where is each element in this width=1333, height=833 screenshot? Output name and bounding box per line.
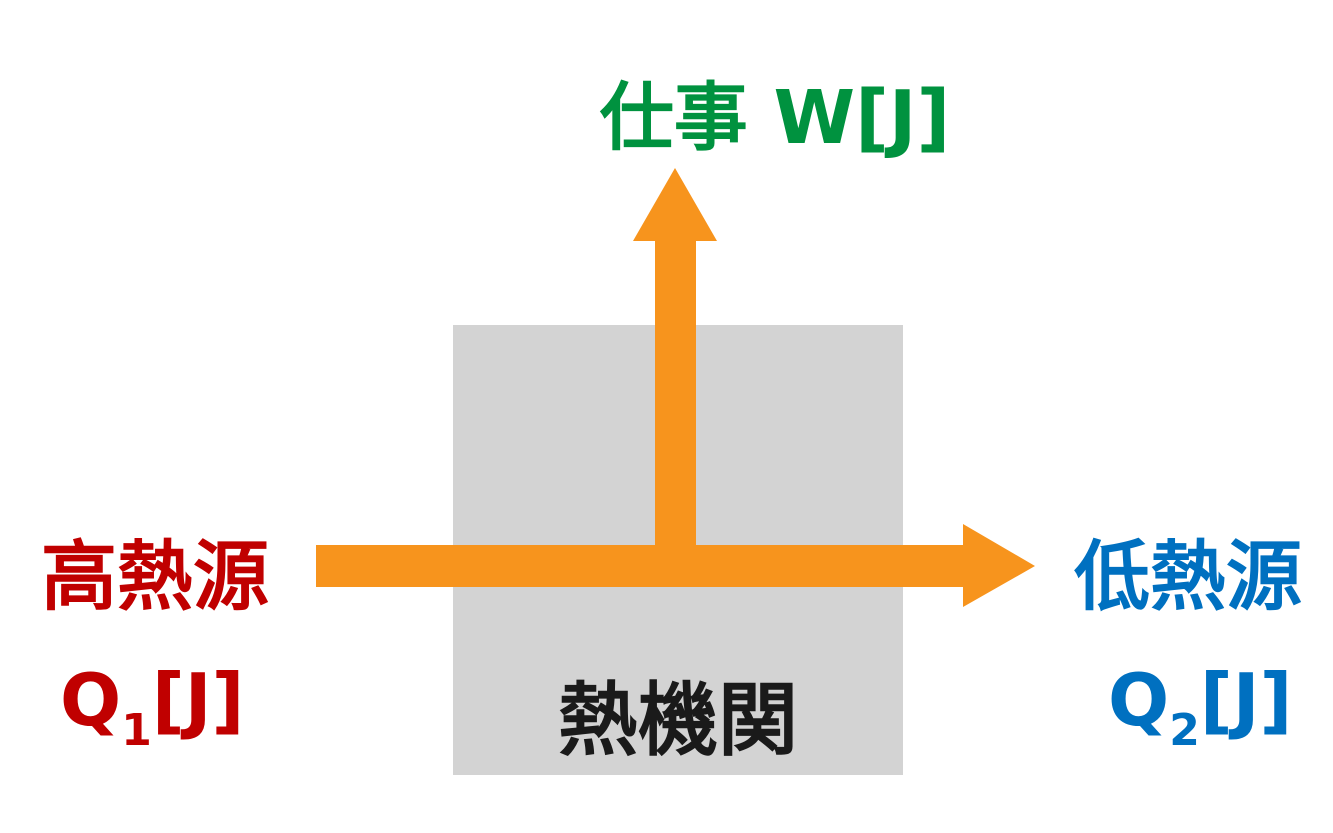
cold-heat-symbol: Q xyxy=(1108,658,1169,742)
heat-engine-label: 熱機関 xyxy=(558,674,798,767)
cold-source-heat-label: Q2[J] xyxy=(1108,658,1292,756)
hot-heat-symbol: Q xyxy=(60,658,121,742)
cold-heat-subscript: 2 xyxy=(1169,705,1200,756)
work-output-arrow xyxy=(633,168,717,566)
hot-heat-unit: [J] xyxy=(152,658,245,742)
cold-source-label: 低熱源 xyxy=(1074,532,1302,621)
hot-source-heat-label: Q1[J] xyxy=(60,658,244,756)
work-label: 仕事 W[J] xyxy=(600,75,951,161)
hot-source-label: 高熱源 xyxy=(41,532,269,621)
cold-heat-unit: [J] xyxy=(1200,658,1293,742)
hot-heat-subscript: 1 xyxy=(121,705,152,756)
